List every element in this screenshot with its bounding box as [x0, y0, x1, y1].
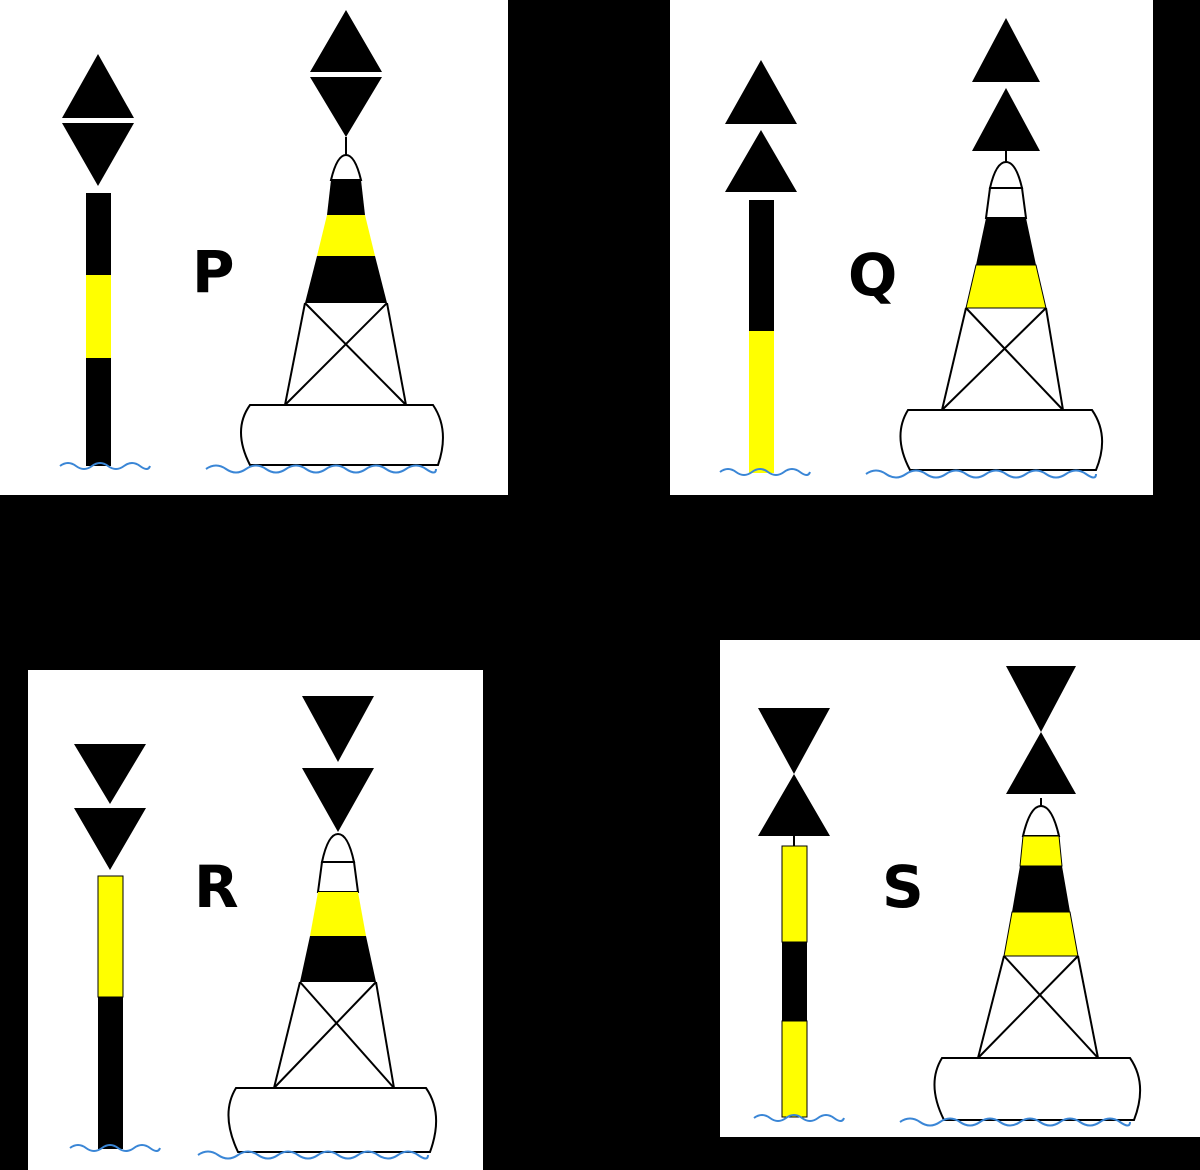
- buoy-body: [899, 160, 1104, 471]
- beacon-pole: [86, 193, 111, 466]
- label-p: P: [192, 238, 235, 306]
- beacon-pole: [749, 200, 774, 473]
- panel-s-drawing: [753, 666, 1142, 1127]
- beacon-pole: [97, 875, 124, 1149]
- panel-r-drawing: [69, 696, 438, 1160]
- cones-up-topmark-icon: [972, 18, 1040, 162]
- panel-q-drawing: [719, 18, 1104, 479]
- panel-p-drawing: [59, 10, 444, 474]
- panel-r: R: [28, 670, 483, 1170]
- buoy-body: [240, 153, 444, 466]
- buoy-body: [227, 832, 438, 1153]
- water-icon: [719, 468, 811, 476]
- label-q: Q: [848, 241, 898, 309]
- panel-p: P: [0, 0, 508, 495]
- water-icon: [69, 1144, 161, 1152]
- panel-s: S: [720, 640, 1200, 1137]
- water-icon: [59, 462, 151, 470]
- buoy-body: [933, 804, 1142, 1121]
- label-s: S: [882, 853, 924, 921]
- label-r: R: [194, 853, 239, 921]
- cones-up-topmark-icon: [725, 60, 797, 192]
- water-icon: [197, 1150, 429, 1160]
- hourglass-topmark-icon: [1006, 666, 1076, 806]
- cones-down-topmark-icon: [74, 744, 146, 870]
- beacon-pole: [781, 845, 808, 1118]
- diamond-topmark-icon: [310, 10, 382, 155]
- hourglass-topmark-icon: [758, 708, 830, 846]
- diamond-topmark-icon: [62, 54, 134, 186]
- water-icon: [899, 1117, 1131, 1127]
- water-icon: [205, 464, 437, 474]
- water-icon: [865, 469, 1097, 479]
- cones-down-topmark-icon: [302, 696, 374, 832]
- water-icon: [753, 1114, 845, 1122]
- panel-q: Q: [670, 0, 1153, 495]
